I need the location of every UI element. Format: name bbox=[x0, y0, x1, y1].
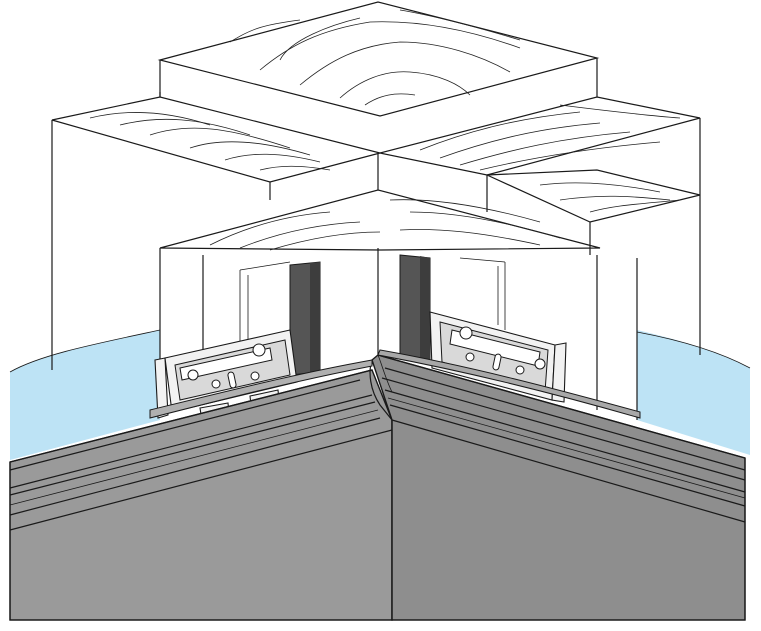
joist-top bbox=[157, 1, 600, 117]
joist-left bbox=[51, 96, 383, 183]
blue-area-right bbox=[637, 330, 750, 455]
blue-area-left bbox=[10, 330, 160, 460]
corner-cabinet-crown bbox=[9, 349, 746, 621]
joist-right-lower bbox=[486, 169, 701, 223]
joist-front bbox=[159, 189, 601, 251]
joist-right bbox=[379, 96, 701, 176]
mounting-bracket-left bbox=[154, 329, 298, 429]
light-blue-wall-background bbox=[9, 329, 751, 460]
ceiling-joists bbox=[51, 1, 701, 370]
corner-wall-blocks bbox=[159, 175, 638, 420]
